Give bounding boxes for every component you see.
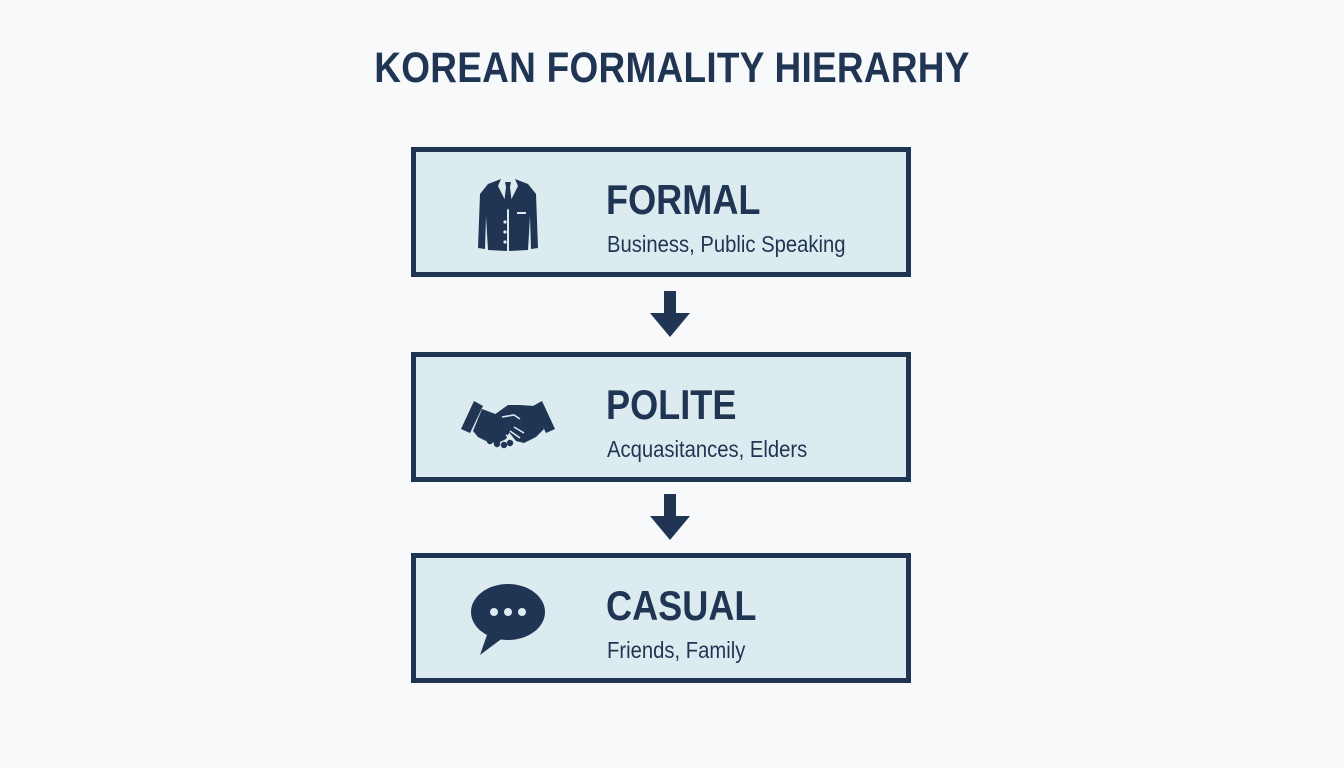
level-name-formal: FORMAL bbox=[606, 176, 761, 223]
level-description-formal: Business, Public Speaking bbox=[607, 231, 846, 257]
level-description-polite: Acquasitances, Elders bbox=[607, 436, 808, 462]
level-box-polite: POLITE Acquasitances, Elders bbox=[411, 352, 911, 482]
level-name-polite: POLITE bbox=[606, 381, 737, 428]
level-box-casual: CASUAL Friends, Family bbox=[411, 553, 911, 683]
level-description-casual: Friends, Family bbox=[607, 637, 746, 663]
suit-jacket-icon bbox=[458, 176, 558, 256]
level-name-casual: CASUAL bbox=[606, 582, 757, 629]
down-arrow-icon bbox=[648, 291, 692, 341]
down-arrow-icon bbox=[648, 494, 692, 544]
level-box-formal: FORMAL Business, Public Speaking bbox=[411, 147, 911, 277]
speech-bubble-icon bbox=[458, 582, 558, 662]
diagram-title: KOREAN FORMALITY HIERARHY bbox=[374, 44, 970, 92]
handshake-icon bbox=[458, 381, 558, 461]
